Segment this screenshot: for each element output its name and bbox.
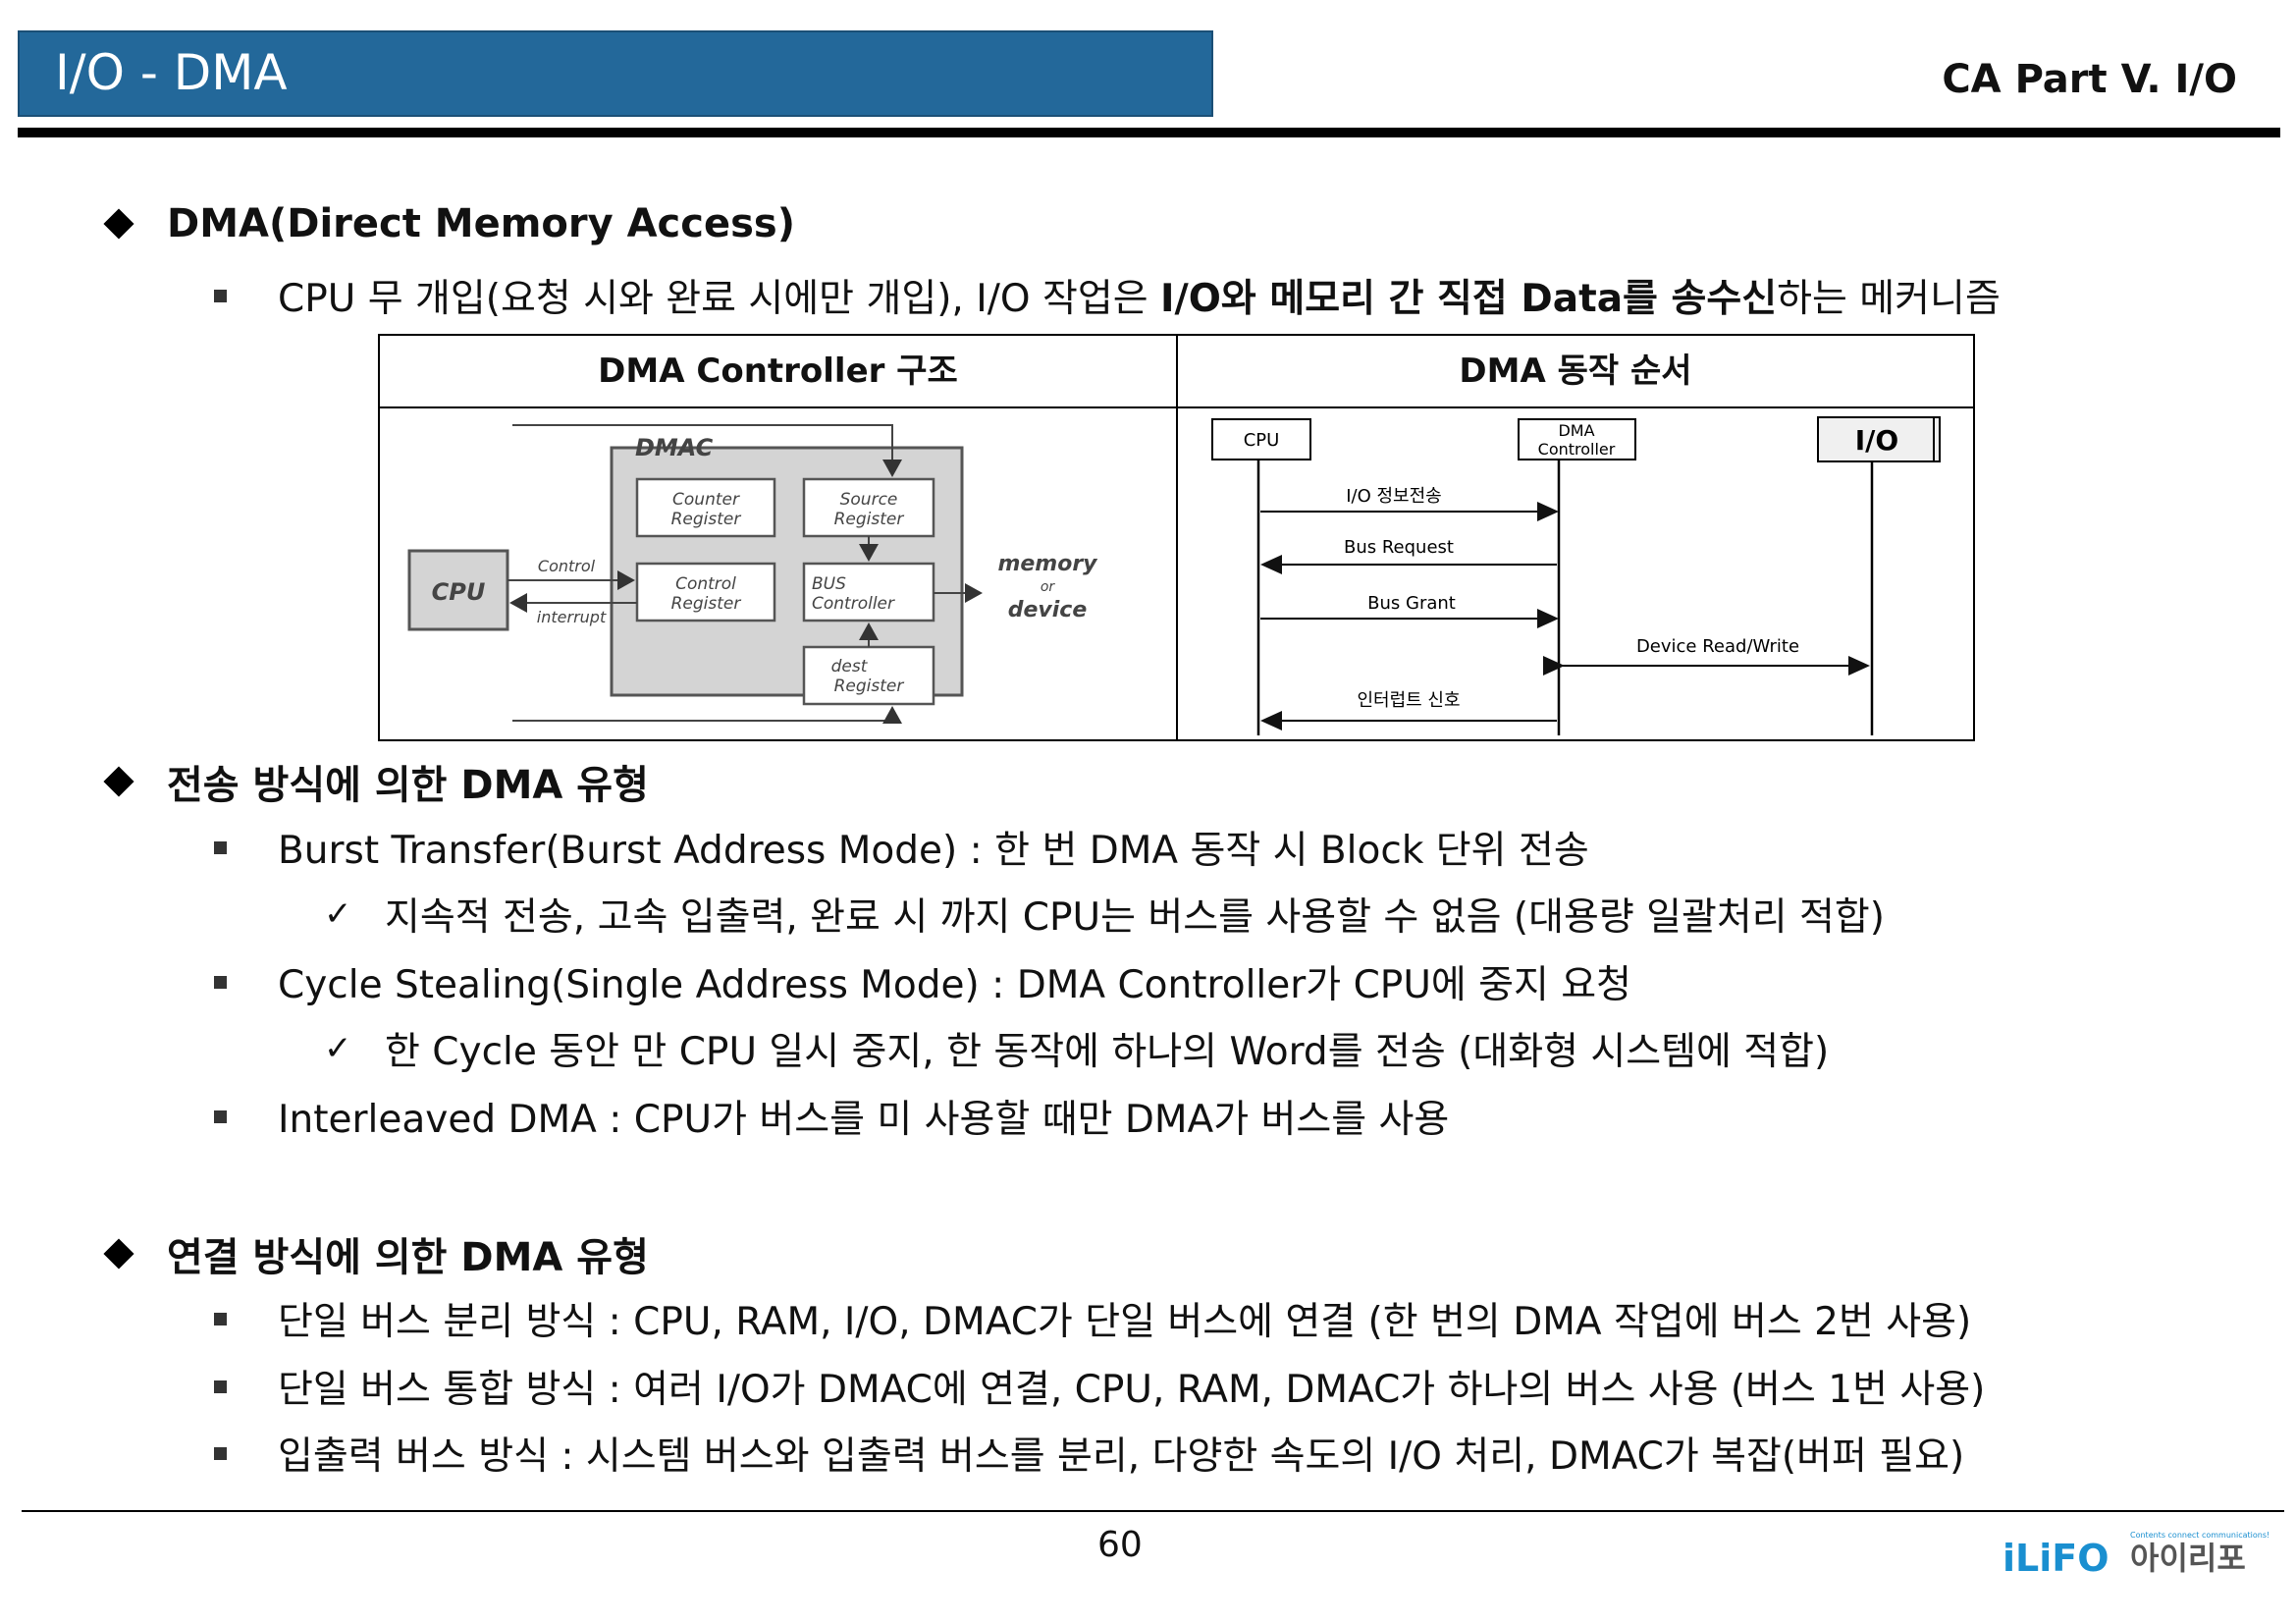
interrupt-line-label: interrupt: [537, 608, 607, 626]
control-line-label: Control: [538, 557, 596, 575]
title-bar: I/O - DMA: [18, 30, 1213, 117]
svg-text:Source: Source: [840, 490, 898, 510]
svg-text:iLiFO: iLiFO: [2002, 1537, 2109, 1579]
svg-text:Contents connect communication: Contents connect communications!: [2130, 1531, 2269, 1540]
single-bus-integrated-item: 단일 버스 통합 방식 : 여러 I/O가 DMAC에 연결, CPU, RAM…: [214, 1359, 1985, 1414]
msg-io-info-label: I/O 정보전송: [1346, 486, 1442, 507]
interleaved-dma-item: Interleaved DMA : CPU가 버스를 미 사용할 때만 DMA가…: [214, 1089, 1449, 1144]
dmac-label: DMAC: [635, 434, 714, 461]
section-transfer-heading: 전송 방식에 의한 DMA 유형: [103, 753, 649, 810]
dma-definition-item: CPU 무 개입(요청 시와 완료 시에만 개입), I/O 작업은 I/O와 …: [214, 268, 2001, 323]
square-bullet-icon: [214, 840, 227, 854]
svg-text:Register: Register: [834, 676, 905, 696]
memory-label: memory: [997, 552, 1098, 576]
sequence-cpu-box: CPU: [1211, 418, 1311, 460]
section-heading-text: DMA(Direct Memory Access): [167, 201, 795, 246]
footer-divider: [22, 1510, 2284, 1512]
or-label: or: [1041, 579, 1056, 595]
definition-text-pre: CPU 무 개입(요청 시와 완료 시에만 개입), I/O 작업은: [278, 277, 1160, 321]
diamond-bullet-icon: [103, 1238, 134, 1270]
definition-text-post: 하는 메커니즘: [1777, 277, 2001, 321]
cycle-stealing-detail: ✓ 한 Cycle 동안 만 CPU 일시 중지, 한 동작에 하나의 Word…: [324, 1029, 1830, 1074]
svg-text:아이리포: 아이리포: [2130, 1540, 2246, 1577]
sequence-dmac-box: DMA Controller: [1518, 418, 1636, 460]
svg-text:Controller: Controller: [1538, 440, 1616, 459]
check-icon: ✓: [324, 894, 352, 934]
part-label: CA Part V. I/O: [1942, 57, 2237, 102]
top-bus-arrow: [512, 424, 902, 477]
section-connection-heading: 연결 방식에 의한 DMA 유형: [103, 1225, 649, 1282]
svg-text:Register: Register: [671, 594, 742, 614]
svg-text:CPU: CPU: [432, 578, 486, 606]
device-label: device: [1008, 598, 1088, 622]
check-icon: ✓: [324, 1029, 352, 1068]
burst-transfer-item: Burst Transfer(Burst Address Mode) : 한 번…: [214, 820, 1589, 875]
definition-text-bold: I/O와 메모리 간 직접 Data를 송수신: [1160, 277, 1778, 321]
table-header-sequence: DMA 동작 순서: [1459, 352, 1692, 391]
square-bullet-icon: [214, 1380, 227, 1393]
burst-transfer-detail: ✓ 지속적 전송, 고속 입출력, 완료 시 까지 CPU는 버스를 사용할 수…: [324, 894, 1885, 940]
msg-bus-grant-label: Bus Grant: [1367, 593, 1456, 614]
square-bullet-icon: [214, 1446, 227, 1460]
table-header-divider: [380, 406, 1973, 408]
diamond-bullet-icon: [103, 766, 134, 797]
dma-table: DMA Controller 구조 DMA 동작 순서 DMAC Counter…: [378, 334, 1975, 741]
dest-register: dest Register: [802, 645, 935, 706]
cycle-stealing-item: Cycle Stealing(Single Address Mode) : DM…: [214, 954, 1631, 1009]
svg-text:Control: Control: [675, 574, 736, 594]
square-bullet-icon: [214, 289, 227, 302]
table-header-structure: DMA Controller 구조: [598, 352, 958, 391]
dmac-structure-diagram: DMAC Counter Register Source Register Co…: [407, 424, 1098, 724]
msg-bus-request-label: Bus Request: [1344, 537, 1454, 558]
svg-text:DMA: DMA: [1558, 421, 1594, 440]
msg-device-rw-label: Device Read/Write: [1636, 636, 1799, 657]
counter-register: Counter Register: [635, 477, 776, 538]
svg-text:dest: dest: [831, 657, 869, 676]
sequence-io-box: I/O: [1817, 416, 1941, 462]
single-bus-separate-item: 단일 버스 분리 방식 : CPU, RAM, I/O, DMAC가 단일 버스…: [214, 1291, 1971, 1346]
header-divider: [18, 128, 2280, 137]
source-register: Source Register: [802, 477, 935, 538]
section-dma-heading: DMA(Direct Memory Access): [103, 201, 795, 246]
section-heading-text: 전송 방식에 의한 DMA 유형: [167, 763, 649, 808]
ilifo-logo: iLiFO 아이리포 Contents connect communicatio…: [2002, 1531, 2269, 1579]
svg-text:I/O: I/O: [1855, 424, 1898, 457]
svg-text:Controller: Controller: [812, 594, 895, 614]
square-bullet-icon: [214, 975, 227, 989]
svg-text:Register: Register: [671, 510, 742, 529]
square-bullet-icon: [214, 1312, 227, 1325]
bottom-bus-arrow: [512, 706, 902, 724]
square-bullet-icon: [214, 1109, 227, 1123]
svg-text:CPU: CPU: [1244, 430, 1280, 451]
svg-text:BUS: BUS: [812, 574, 846, 594]
page-title: I/O - DMA: [55, 44, 288, 101]
diamond-bullet-icon: [103, 208, 134, 240]
control-register: Control Register: [635, 562, 776, 622]
page-number: 60: [1097, 1525, 1143, 1565]
io-bus-item: 입출력 버스 방식 : 시스템 버스와 입출력 버스를 분리, 다양한 속도의 …: [214, 1426, 1964, 1481]
section-heading-text: 연결 방식에 의한 DMA 유형: [167, 1235, 649, 1280]
bus-controller: BUS Controller: [802, 562, 935, 622]
dma-sequence-diagram: CPU DMA Controller I/O I/O 정보전송 Bus Requ…: [1211, 416, 1941, 735]
msg-interrupt-label: 인터럽트 신호: [1357, 690, 1460, 711]
svg-text:Counter: Counter: [672, 490, 740, 510]
table-column-divider: [1176, 336, 1178, 739]
cpu-box: CPU: [407, 549, 509, 631]
svg-text:Register: Register: [834, 510, 905, 529]
